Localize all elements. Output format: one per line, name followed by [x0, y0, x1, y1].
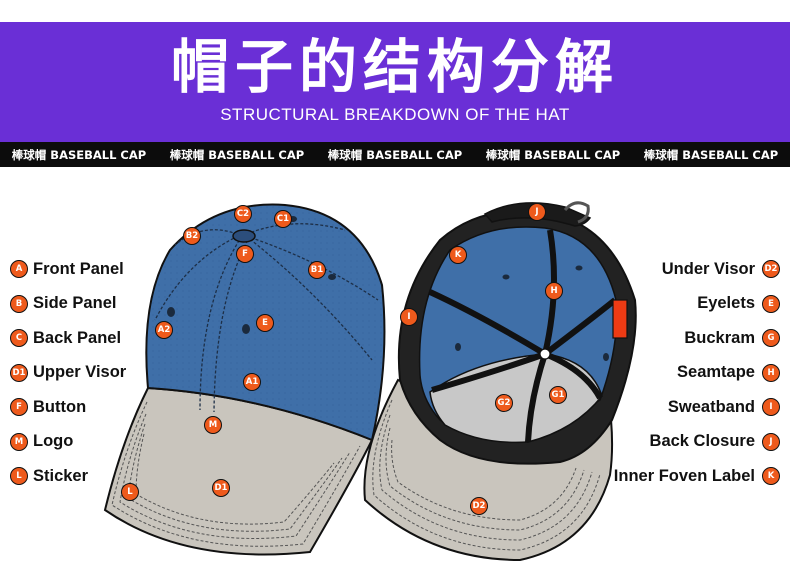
legend-item: A Front Panel	[10, 252, 126, 287]
legend-code: L	[10, 467, 28, 486]
legend-code: D1	[10, 363, 28, 382]
marker-j: J	[528, 203, 546, 221]
legend-label: Seamtape	[677, 363, 755, 382]
legend-label: Sticker	[33, 466, 89, 485]
marker-c1: C1	[274, 210, 292, 228]
legend-code: K	[762, 467, 780, 486]
header-banner: 帽子的结构分解 STRUCTURAL BREAKDOWN OF THE HAT	[0, 22, 790, 142]
marker-g2: G2	[495, 394, 513, 412]
legend-item: Buckram G	[614, 321, 780, 356]
legend-label: Back Closure	[649, 432, 755, 451]
legend-label: Eyelets	[697, 294, 755, 313]
legend-item: Back Closure J	[614, 425, 780, 460]
legend-label: Back Panel	[33, 328, 122, 347]
marker-d2: D2	[470, 497, 488, 515]
strip-item: 棒球帽 BASEBALL CAP	[643, 147, 779, 162]
legend-item: D1 Upper Visor	[10, 356, 126, 391]
page-subtitle: STRUCTURAL BREAKDOWN OF THE HAT	[220, 105, 570, 124]
marker-a2: A2	[155, 321, 173, 339]
legend-code: C	[10, 329, 28, 348]
marker-m: M	[204, 416, 222, 434]
legend-item: Sweatband I	[614, 390, 780, 425]
legend-left: A Front Panel B Side Panel C Back Panel …	[10, 252, 126, 494]
legend-code: A	[10, 260, 28, 279]
legend-item: M Logo	[10, 425, 126, 460]
legend-label: Buckram	[684, 328, 755, 347]
marker-b1: B1	[308, 261, 326, 279]
legend-item: L Sticker	[10, 459, 126, 494]
legend-code: H	[762, 363, 780, 382]
legend-label: Front Panel	[33, 259, 124, 278]
strip-item: 棒球帽 BASEBALL CAP	[327, 147, 463, 162]
legend-item: C Back Panel	[10, 321, 126, 356]
legend-item: Inner Foven Label K	[614, 459, 780, 494]
legend-code: B	[10, 294, 28, 313]
legend-code: J	[762, 432, 780, 451]
legend-label: Sweatband	[667, 397, 755, 416]
marker-f: F	[236, 245, 254, 263]
legend-item: Under Visor D2	[614, 252, 780, 287]
marker-i: I	[400, 308, 418, 326]
marker-c2: C2	[234, 205, 252, 223]
strip-item: 棒球帽 BASEBALL CAP	[11, 147, 147, 162]
inner-cap	[363, 201, 637, 562]
legend-code: G	[762, 329, 780, 348]
legend-code: D2	[762, 260, 780, 279]
legend-code: E	[762, 294, 780, 313]
page-title: 帽子的结构分解	[170, 33, 619, 101]
legend-label: Inner Foven Label	[613, 466, 755, 485]
marker-h: H	[545, 282, 563, 300]
marker-d1: D1	[212, 479, 230, 497]
legend-code: F	[10, 398, 28, 417]
legend-label: Logo	[33, 432, 74, 451]
strip-item: 棒球帽 BASEBALL CAP	[169, 147, 305, 162]
marker-g1: G1	[549, 386, 567, 404]
marker-l: L	[121, 483, 139, 501]
legend-item: B Side Panel	[10, 287, 126, 322]
legend-label: Under Visor	[661, 259, 755, 278]
marker-e: E	[256, 314, 274, 332]
legend-label: Upper Visor	[33, 363, 127, 382]
legend-code: I	[762, 398, 780, 417]
legend-item: Seamtape H	[614, 356, 780, 391]
strip-item: 棒球帽 BASEBALL CAP	[485, 147, 621, 162]
legend-code: M	[10, 432, 28, 451]
marker-a1: A1	[243, 373, 261, 391]
legend-label: Button	[33, 397, 87, 416]
legend-item: Eyelets E	[614, 287, 780, 322]
category-strip: 棒球帽 BASEBALL CAP 棒球帽 BASEBALL CAP 棒球帽 BA…	[0, 142, 790, 167]
legend-label: Side Panel	[33, 294, 117, 313]
legend-right: Under Visor D2 Eyelets E Buckram G Seamt…	[614, 252, 780, 494]
inner-label-shape	[612, 299, 628, 339]
legend-item: F Button	[10, 390, 126, 425]
top-margin	[0, 0, 790, 22]
button-shape	[232, 229, 256, 243]
marker-b2: B2	[183, 227, 201, 245]
marker-k: K	[449, 246, 467, 264]
